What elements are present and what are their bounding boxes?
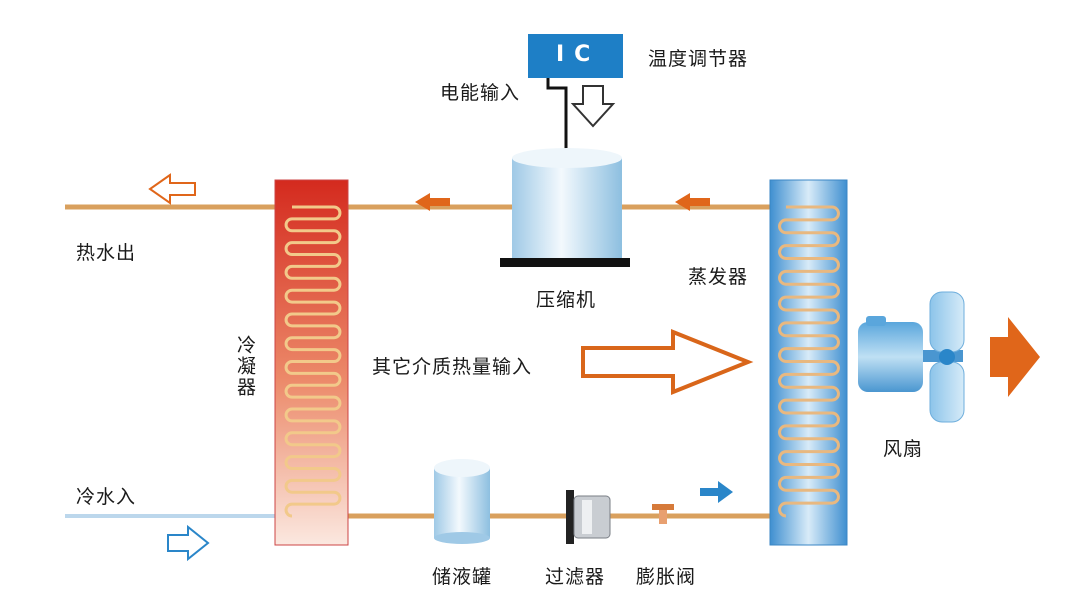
fan-motor-icon [858,291,965,423]
power-input-wire [546,78,568,150]
power-input-label: 电能输入 [440,82,521,104]
condenser-label: 冷凝器 [234,335,256,398]
compressor-cylinder-icon [500,148,630,267]
expansion-valve-icon [652,504,674,524]
ic-controller-box [528,34,623,78]
condCoil-path [284,205,342,518]
condenser-coil [284,205,342,518]
flow-arrow-right-blue [700,481,733,503]
flow-arrow-left-2 [675,193,710,211]
thermostat-label: 温度调节器 [648,48,749,70]
other-heat-input-label: 其它介质热量输入 [372,356,533,378]
filter-drier-icon [566,490,611,544]
flow-arrow-left-1 [415,193,450,211]
hot-water-out-label: 热水出 [76,242,137,264]
expansion-valve-label: 膨胀阀 [636,566,697,588]
evaporator-label: 蒸发器 [688,266,749,288]
ic-label: IC [556,42,601,67]
heat-input-arrow-icon [581,329,754,395]
down-arrow-icon [570,85,616,128]
receiver-tank-label: 储液罐 [432,566,493,588]
compressor-label: 压缩机 [536,289,597,311]
fan-label: 风扇 [883,438,924,460]
cold-water-in-label: 冷水入 [76,486,137,508]
cold-water-in-arrow-icon [167,524,210,562]
air-out-arrow-icon [990,317,1040,397]
evapCoil-path [778,205,840,518]
evaporator-coil [778,205,840,518]
hot-water-out-arrow-icon [148,173,196,205]
receiver-tank-icon [434,459,490,544]
filter-label: 过滤器 [545,566,606,588]
